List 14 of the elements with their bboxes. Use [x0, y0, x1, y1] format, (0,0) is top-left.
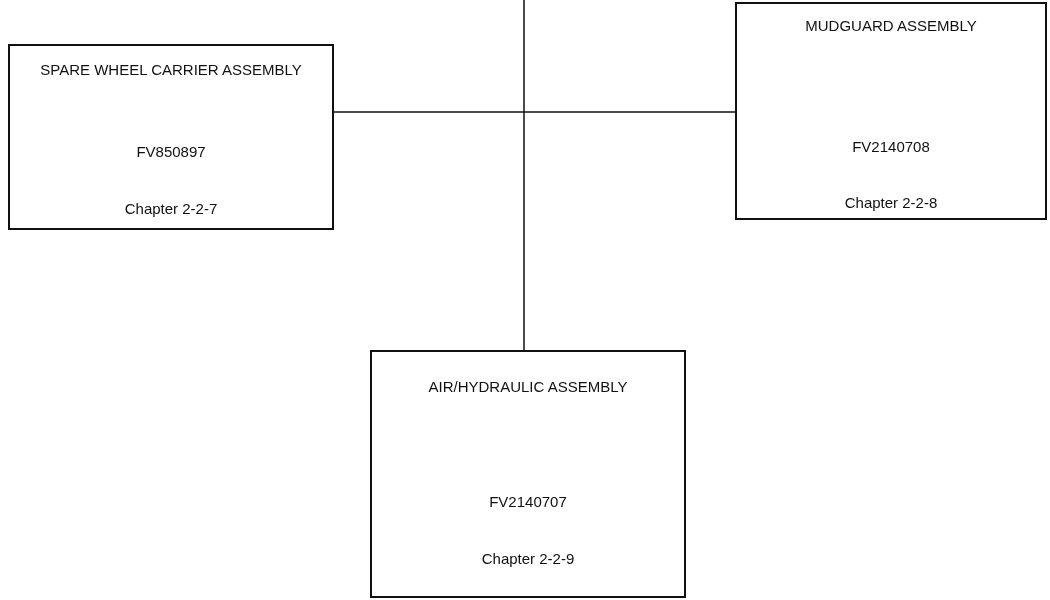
part-number: FV2140708 [851, 137, 931, 156]
connector-line [333, 111, 736, 113]
part-number: FV850897 [135, 142, 207, 161]
assembly-box [8, 44, 334, 230]
part-number: FV2140707 [488, 492, 568, 511]
assembly-box [735, 2, 1047, 220]
chapter-reference: Chapter 2-2-7 [123, 199, 219, 218]
chapter-reference: Chapter 2-2-9 [480, 549, 576, 568]
assembly-box [370, 350, 686, 598]
chapter-reference: Chapter 2-2-8 [843, 193, 939, 212]
connector-line [523, 0, 525, 351]
assembly-name: MUDGUARD ASSEMBLY [804, 16, 978, 35]
assembly-name: SPARE WHEEL CARRIER ASSEMBLY [39, 60, 303, 79]
assembly-name: AIR/HYDRAULIC ASSEMBLY [427, 377, 629, 396]
